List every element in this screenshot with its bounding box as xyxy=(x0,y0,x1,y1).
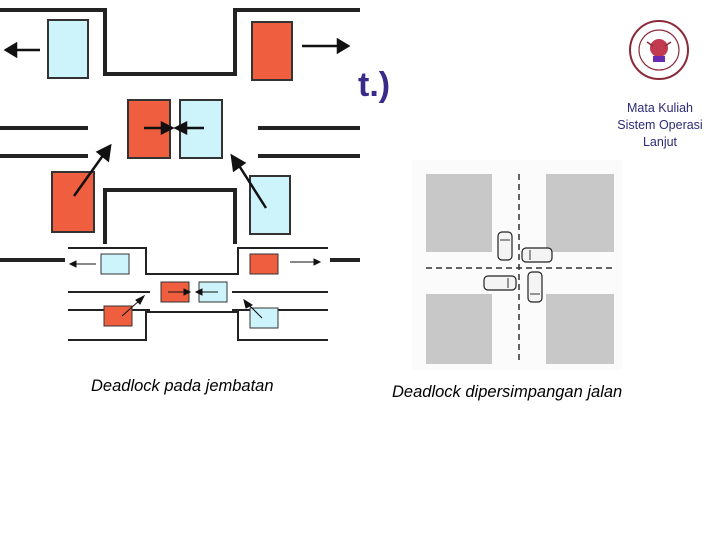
caption-intersection: Deadlock dipersimpangan jalan xyxy=(392,383,623,401)
car-icon xyxy=(521,247,553,263)
car-red-top-right xyxy=(251,21,293,81)
car-icon xyxy=(527,271,543,303)
course-line-3: Lanjut xyxy=(642,135,678,149)
caption-bridge: Deadlock pada jembatan xyxy=(91,377,274,395)
course-label: Mata Kuliah Sistem Operasi Lanjut xyxy=(600,100,720,151)
car-blue-top-left xyxy=(47,19,89,79)
car-icon xyxy=(497,231,513,261)
car-icon xyxy=(483,275,517,291)
course-line-1: Mata Kuliah xyxy=(626,101,693,115)
slide-title-fragment: t.) xyxy=(358,66,391,104)
car-red-bottom-left xyxy=(51,171,95,233)
logo-seal-icon xyxy=(629,20,689,80)
car-blue-bottom-right xyxy=(249,175,291,235)
course-line-2: Sistem Operasi xyxy=(617,118,703,132)
intersection-diagram xyxy=(412,160,622,370)
